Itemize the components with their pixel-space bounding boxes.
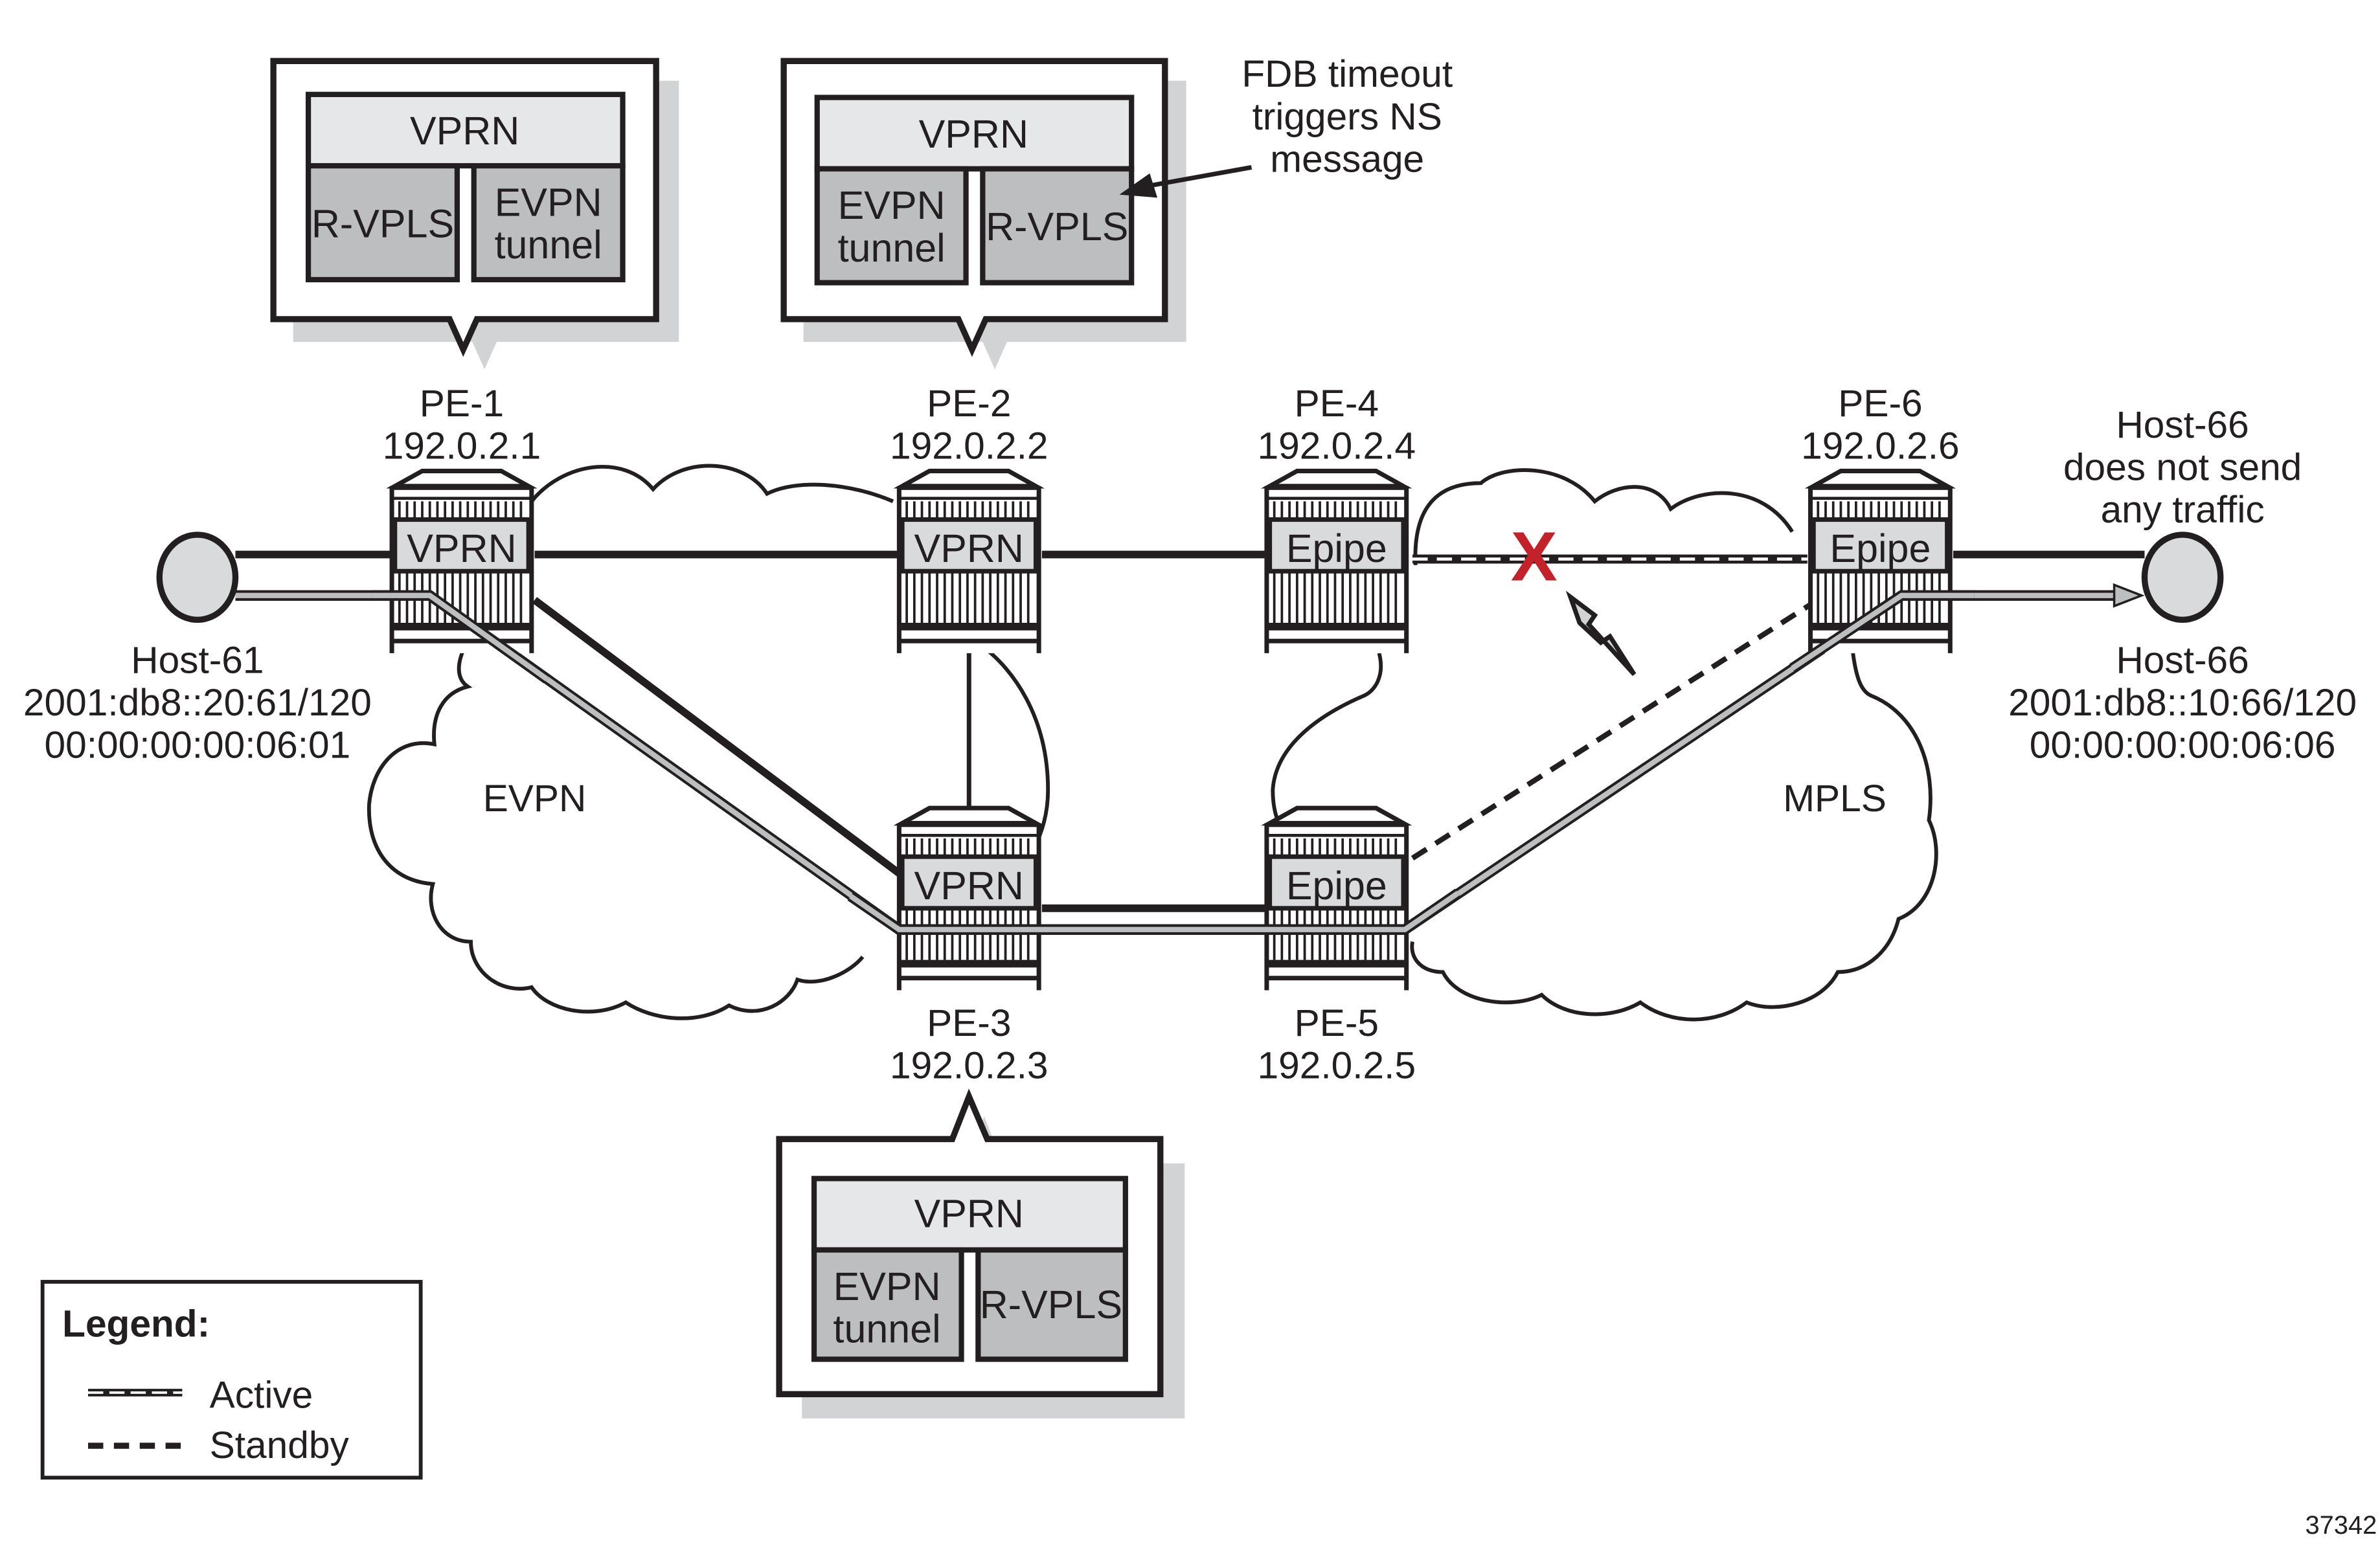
router-pe-3[interactable]: VPRN PE-3 192.0.2.3 xyxy=(890,808,1048,1087)
callout-vprn-label: VPRN xyxy=(919,112,1028,156)
fdb-timeout-annotation: FDB timeout triggers NS message xyxy=(1119,53,1453,198)
legend: Legend: Active Standby xyxy=(40,1279,423,1480)
mpls-cloud: MPLS xyxy=(1271,468,1938,1022)
host66-name: Host-66 xyxy=(2116,639,2249,681)
annotation-line2: triggers NS xyxy=(1252,96,1442,138)
router-pe-2[interactable]: PE-2 192.0.2.2 VPRN xyxy=(890,383,1048,653)
switchover-arrow-icon xyxy=(1565,590,1637,677)
callout-evpn-label: EVPN xyxy=(833,1264,941,1308)
host-66[interactable]: Host-66 does not send any traffic Host-6… xyxy=(2008,404,2357,767)
callout-pe1: VPRN R-VPLS EVPN tunnel xyxy=(270,58,679,370)
router-name: PE-3 xyxy=(927,1002,1011,1044)
callout-evpn-label: EVPN xyxy=(838,183,946,227)
r-vpls-block xyxy=(980,166,1135,286)
router-ip: 192.0.2.4 xyxy=(1258,425,1416,467)
r-vpls-block xyxy=(975,1247,1128,1362)
callout-rvpls-label: R-VPLS xyxy=(980,1283,1122,1327)
callout-pe2: VPRN EVPN tunnel R-VPLS xyxy=(780,58,1186,370)
annotation-line3: message xyxy=(1270,138,1424,180)
legend-title: Legend: xyxy=(62,1303,210,1345)
annotation-line1: FDB timeout xyxy=(1241,53,1453,95)
router-service: VPRN xyxy=(407,526,516,570)
callout-vprn-label: VPRN xyxy=(914,1191,1024,1235)
link-pe1-pe3 xyxy=(532,597,901,877)
router-ip: 192.0.2.2 xyxy=(890,425,1048,467)
router-service: Epipe xyxy=(1286,864,1387,908)
host-61[interactable]: Host-61 2001:db8::20:61/120 00:00:00:00:… xyxy=(23,532,372,767)
arrowhead-icon xyxy=(1119,173,1158,198)
callout-rvpls-label: R-VPLS xyxy=(986,205,1128,249)
callout-pe3: VPRN EVPN tunnel R-VPLS xyxy=(776,1088,1185,1419)
legend-label-active: Active xyxy=(210,1374,313,1416)
router-service: Epipe xyxy=(1830,526,1931,570)
router-service: VPRN xyxy=(914,526,1024,570)
callout-tunnel-label: tunnel xyxy=(833,1307,941,1351)
host66-ipv6: 2001:db8::10:66/120 xyxy=(2008,682,2357,724)
host61-mac: 00:00:00:00:06:01 xyxy=(45,724,351,767)
host66-note-line2: any traffic xyxy=(2101,489,2265,531)
mpls-cloud-label: MPLS xyxy=(1783,778,1887,820)
host61-name: Host-61 xyxy=(131,639,264,681)
legend-item-standby: Standby xyxy=(88,1424,349,1466)
evpn-tunnel-block xyxy=(811,1247,964,1362)
host66-mac: 00:00:00:00:06:06 xyxy=(2030,724,2336,767)
callout-vprn-label: VPRN xyxy=(410,109,519,153)
callout-tunnel-label: tunnel xyxy=(838,226,946,270)
router-name: PE-1 xyxy=(420,383,504,425)
router-service: Epipe xyxy=(1286,526,1387,570)
standby-pw-pe5-pe6 xyxy=(1411,602,1812,860)
legend-label-standby: Standby xyxy=(210,1424,350,1466)
router-pe-4[interactable]: PE-4 192.0.2.4 Epipe xyxy=(1258,383,1416,653)
router-name: PE-4 xyxy=(1295,383,1379,425)
annotation-arrow-line xyxy=(1141,164,1252,190)
evpn-tunnel-block xyxy=(471,163,626,283)
callout-tunnel-label: tunnel xyxy=(495,223,602,267)
router-pe-6[interactable]: PE-6 192.0.2.6 Epipe xyxy=(1801,383,1960,653)
active-path-overlay xyxy=(372,590,1975,935)
vprn-block xyxy=(811,1176,1128,1253)
host61-ipv6: 2001:db8::20:61/120 xyxy=(23,682,372,724)
arrowhead-icon xyxy=(2113,583,2145,608)
router-name: PE-6 xyxy=(1838,383,1922,425)
router-pe-5[interactable]: Epipe PE-5 192.0.2.5 xyxy=(1258,808,1416,1087)
evpn-cloud-label: EVPN xyxy=(483,778,587,820)
vprn-block xyxy=(814,95,1135,172)
router-name: PE-2 xyxy=(927,383,1011,425)
r-vpls-block xyxy=(305,163,460,283)
router-ip: 192.0.2.1 xyxy=(383,425,541,467)
vprn-block xyxy=(305,91,626,169)
router-pe-1[interactable]: PE-1 192.0.2.1 VPRN xyxy=(383,383,541,653)
callout-rvpls-label: R-VPLS xyxy=(312,201,454,245)
router-ip: 192.0.2.3 xyxy=(890,1045,1048,1087)
router-name: PE-5 xyxy=(1295,1002,1379,1044)
failure-x-icon: X xyxy=(1511,517,1558,595)
callout-evpn-label: EVPN xyxy=(495,180,602,224)
physical-links xyxy=(235,550,2145,912)
router-service: VPRN xyxy=(914,864,1024,908)
host66-note-line1: does not send xyxy=(2063,447,2302,489)
host-icon xyxy=(2141,532,2224,623)
evpn-tunnel-block xyxy=(814,166,969,286)
router-ip: 192.0.2.5 xyxy=(1258,1045,1416,1087)
router-ip: 192.0.2.6 xyxy=(1801,425,1959,467)
host-icon xyxy=(156,532,239,623)
host66-note-title: Host-66 xyxy=(2116,404,2249,446)
figure-id: 37342 xyxy=(2305,1511,2377,1540)
legend-item-active: Active xyxy=(88,1374,313,1416)
